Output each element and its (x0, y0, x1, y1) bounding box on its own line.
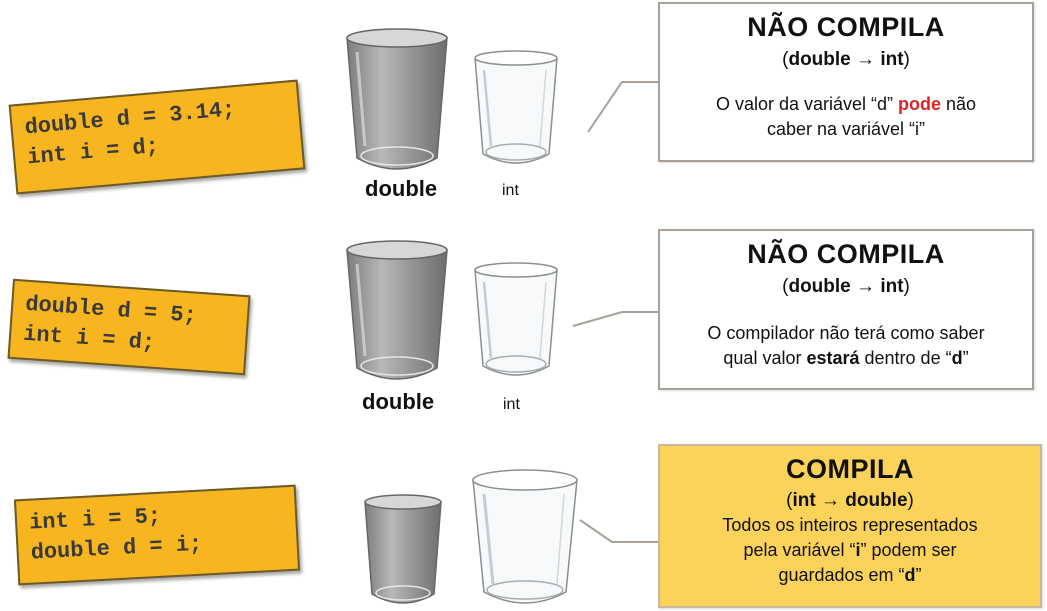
result-box-2: NÃO COMPILA (double → int) O compilador … (658, 229, 1034, 390)
int-glass-icon (362, 494, 444, 610)
int-glass-icon (472, 50, 560, 170)
double-glass-icon (470, 468, 580, 611)
int-glass-label: int (502, 182, 519, 199)
int-glass-label: int (503, 396, 520, 413)
result-title: COMPILA (786, 454, 914, 484)
double-glass-label: double (365, 176, 438, 201)
code-snippet-2: double d = 5; int i = d; (7, 278, 251, 376)
conversion-label: (int → double) (786, 490, 914, 511)
result-description: Todos os inteiros representados pela var… (722, 515, 978, 585)
result-description: O valor da variável “d” pode não caber n… (715, 94, 977, 139)
result-title: NÃO COMPILA (747, 239, 945, 269)
double-glass-label: double (362, 389, 435, 414)
int-glass-icon (472, 262, 560, 382)
double-glass-icon (343, 240, 451, 388)
result-box-1: NÃO COMPILA (double → int) O valor da va… (658, 2, 1034, 162)
conversion-label: (double → int) (782, 276, 910, 297)
result-description: O compilador não terá como saber qual va… (707, 323, 985, 368)
result-title: NÃO COMPILA (747, 12, 945, 42)
code-snippet-3: int i = 5; double d = i; (13, 484, 301, 586)
double-glass-icon (343, 28, 451, 178)
conversion-label: (double → int) (782, 49, 910, 70)
result-box-3: COMPILA (int → double) Todos os inteiros… (658, 444, 1042, 608)
